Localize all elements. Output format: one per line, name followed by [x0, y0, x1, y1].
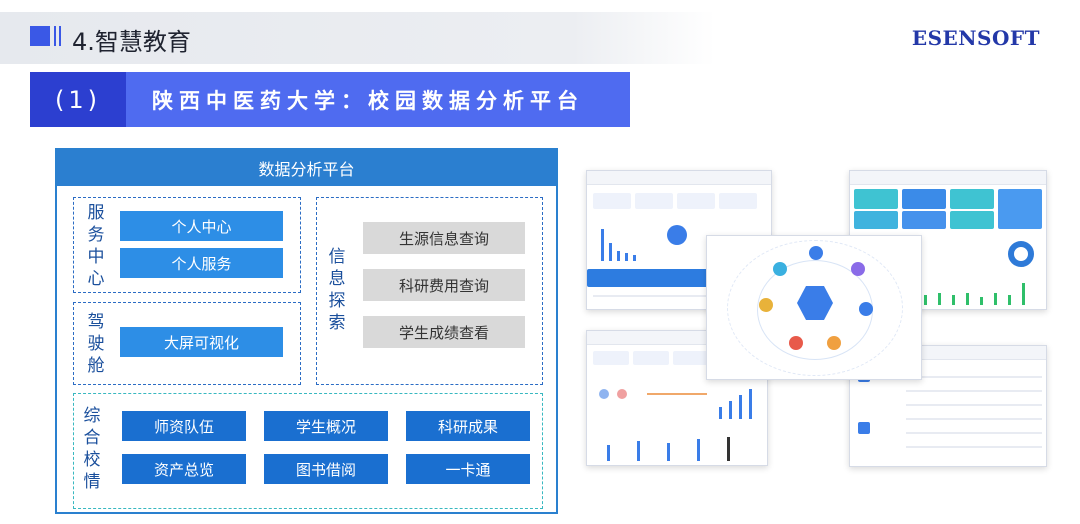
screenshot-hub — [706, 235, 922, 380]
info-explore-group: 信 息 探 索 生源信息查询 科研费用查询 学生成绩查看 — [316, 197, 543, 385]
top-banner: 4.智慧教育 — [0, 12, 715, 64]
research-cost-query-button[interactable]: 科研费用查询 — [363, 269, 525, 301]
service-center-label: 服 务 中 心 — [87, 203, 105, 289]
student-grades-button[interactable]: 学生成绩查看 — [363, 316, 525, 348]
section-title: 陕西中医药大学：校园数据分析平台 — [126, 72, 630, 127]
cockpit-group: 驾 驶 舱 大屏可视化 — [73, 302, 301, 385]
library-borrow-button[interactable]: 图书借阅 — [264, 454, 388, 484]
platform-diagram: 数据分析平台 服 务 中 心 个人中心 个人服务 驾 驶 舱 大屏可视化 信 息… — [55, 148, 558, 514]
personal-service-button[interactable]: 个人服务 — [120, 248, 283, 278]
assets-overview-button[interactable]: 资产总览 — [122, 454, 246, 484]
campus-card-button[interactable]: 一卡通 — [406, 454, 530, 484]
brand-logo: ESENSOFT — [911, 26, 1040, 50]
info-explore-label: 信 息 探 索 — [328, 247, 346, 333]
bar-icon — [59, 26, 61, 46]
faculty-button[interactable]: 师资队伍 — [122, 411, 246, 441]
research-results-button[interactable]: 科研成果 — [406, 411, 530, 441]
page-title: 4.智慧教育 — [72, 28, 191, 56]
overview-group: 综 合 校 情 师资队伍 学生概况 科研成果 资产总览 图书借阅 一卡通 — [73, 393, 543, 509]
cockpit-label: 驾 驶 舱 — [87, 312, 105, 376]
bar-icon — [54, 26, 56, 46]
overview-label: 综 合 校 情 — [83, 406, 101, 492]
service-center-group: 服 务 中 心 个人中心 个人服务 — [73, 197, 301, 293]
section-header: (1) 陕西中医药大学：校园数据分析平台 — [30, 72, 630, 127]
section-number: (1) — [30, 72, 126, 127]
student-source-query-button[interactable]: 生源信息查询 — [363, 222, 525, 254]
big-screen-button[interactable]: 大屏可视化 — [120, 327, 283, 357]
square-icon — [30, 26, 50, 46]
personal-center-button[interactable]: 个人中心 — [120, 211, 283, 241]
student-overview-button[interactable]: 学生概况 — [264, 411, 388, 441]
platform-title: 数据分析平台 — [57, 150, 556, 186]
